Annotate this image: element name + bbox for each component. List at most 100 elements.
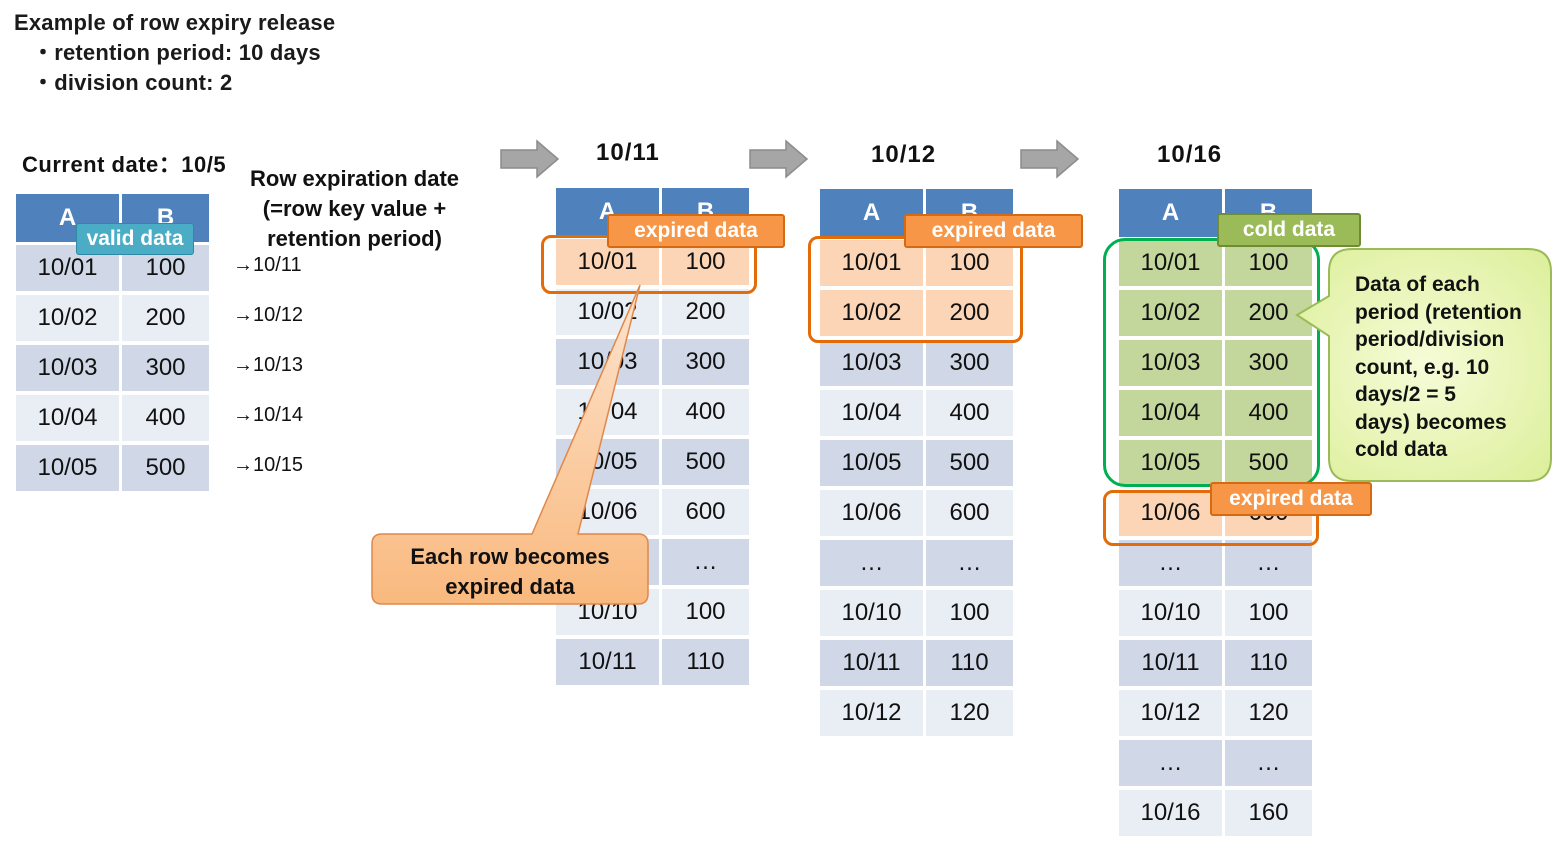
cell-b: 500 <box>1225 440 1312 486</box>
cell-b: 500 <box>122 445 209 491</box>
intro-block: Example of row expiry release ・retention… <box>14 8 335 98</box>
cell-b: 100 <box>926 590 1013 636</box>
valid-data-tag: valid data <box>76 223 194 255</box>
cell-b: 300 <box>926 340 1013 386</box>
green-callout-text: Data of each period (retention period/di… <box>1355 271 1522 464</box>
intro-title: Example of row expiry release <box>14 10 336 35</box>
cell-b: … <box>926 540 1013 586</box>
cold-outline-1016 <box>1103 238 1320 487</box>
heading-1011: 10/11 <box>596 139 660 166</box>
expiration-label: Row expiration date (=row key value + re… <box>250 164 459 254</box>
cell-b: 100 <box>1225 240 1312 286</box>
cell-a: 10/03 <box>16 345 119 391</box>
current-date-label: Current date：10/5 <box>22 152 227 177</box>
cell-b: 400 <box>926 390 1013 436</box>
heading-1012: 10/12 <box>871 141 937 168</box>
expiration-item: →10/15 <box>233 454 304 476</box>
cell-b: 110 <box>1225 640 1312 686</box>
cell-b: … <box>662 539 749 585</box>
cell-a: 10/04 <box>820 390 923 436</box>
expired-data-tag: expired data <box>607 214 785 248</box>
cell-b: … <box>1225 740 1312 786</box>
expiration-item: →10/13 <box>233 354 304 376</box>
cell-a: 10/04 <box>1119 390 1222 436</box>
cell-b: 600 <box>926 490 1013 536</box>
intro-division: ・division count: 2 <box>32 70 233 95</box>
cell-a: 10/02 <box>820 290 923 336</box>
cell-b: 400 <box>122 395 209 441</box>
orange-callout-line1: Each row becomes <box>410 544 610 569</box>
cell-a: 10/06 <box>820 490 923 536</box>
expired-data-tag: expired data <box>1210 482 1372 516</box>
cell-a: 10/16 <box>1119 790 1222 836</box>
table-row: …… <box>1119 740 1312 786</box>
cell-a: 10/10 <box>1119 590 1222 636</box>
expiration-list: →10/11 →10/12 →10/13 →10/14 →10/15 <box>233 240 303 490</box>
right-arrow-icon <box>500 139 560 179</box>
green-callout-line7: cold data <box>1355 438 1448 461</box>
expiration-item: →10/12 <box>233 304 304 326</box>
cell-b: 300 <box>662 339 749 385</box>
cell-b: 110 <box>662 639 749 685</box>
cell-b: 160 <box>1225 790 1312 836</box>
cell-a: 10/05 <box>820 440 923 486</box>
expiration-item: →10/14 <box>233 404 304 426</box>
cell-a: 10/12 <box>1119 690 1222 736</box>
cell-a: 10/06 <box>1119 490 1222 536</box>
cell-a: 10/12 <box>820 690 923 736</box>
cell-b: 200 <box>1225 290 1312 336</box>
green-callout-shape <box>1295 248 1552 482</box>
cell-a: 10/02 <box>1119 290 1222 336</box>
cell-b: 110 <box>926 640 1013 686</box>
cell-a: 10/11 <box>1119 640 1222 686</box>
cell-a: 10/02 <box>16 295 119 341</box>
heading-1016: 10/16 <box>1157 141 1223 168</box>
cell-b: 200 <box>662 289 749 335</box>
column-header-a: A <box>1119 189 1222 237</box>
cell-a: 10/11 <box>820 640 923 686</box>
table-row: …… <box>820 540 1013 586</box>
cell-b: 400 <box>662 389 749 435</box>
green-callout-line6: days) becomes <box>1355 410 1507 434</box>
expired-outline-1012 <box>808 236 1023 343</box>
cell-b: 120 <box>926 690 1013 736</box>
cell-b: 100 <box>1225 590 1312 636</box>
green-callout-line3: period/division <box>1355 328 1505 351</box>
table-row: …… <box>1119 540 1312 586</box>
cell-a: 10/05 <box>16 445 119 491</box>
cell-b: 400 <box>1225 390 1312 436</box>
cell-a: 10/05 <box>1119 440 1222 486</box>
cell-b: 200 <box>926 290 1013 336</box>
cell-b: 120 <box>1225 690 1312 736</box>
cell-a: 10/01 <box>1119 240 1222 286</box>
cell-b: … <box>1225 540 1312 586</box>
cell-a: … <box>1119 540 1222 586</box>
cold-data-tag: cold data <box>1217 213 1361 247</box>
cell-b: 600 <box>662 489 749 535</box>
cell-b: 300 <box>1225 340 1312 386</box>
cell-b: 500 <box>662 439 749 485</box>
cell-a: 10/02 <box>556 289 659 335</box>
